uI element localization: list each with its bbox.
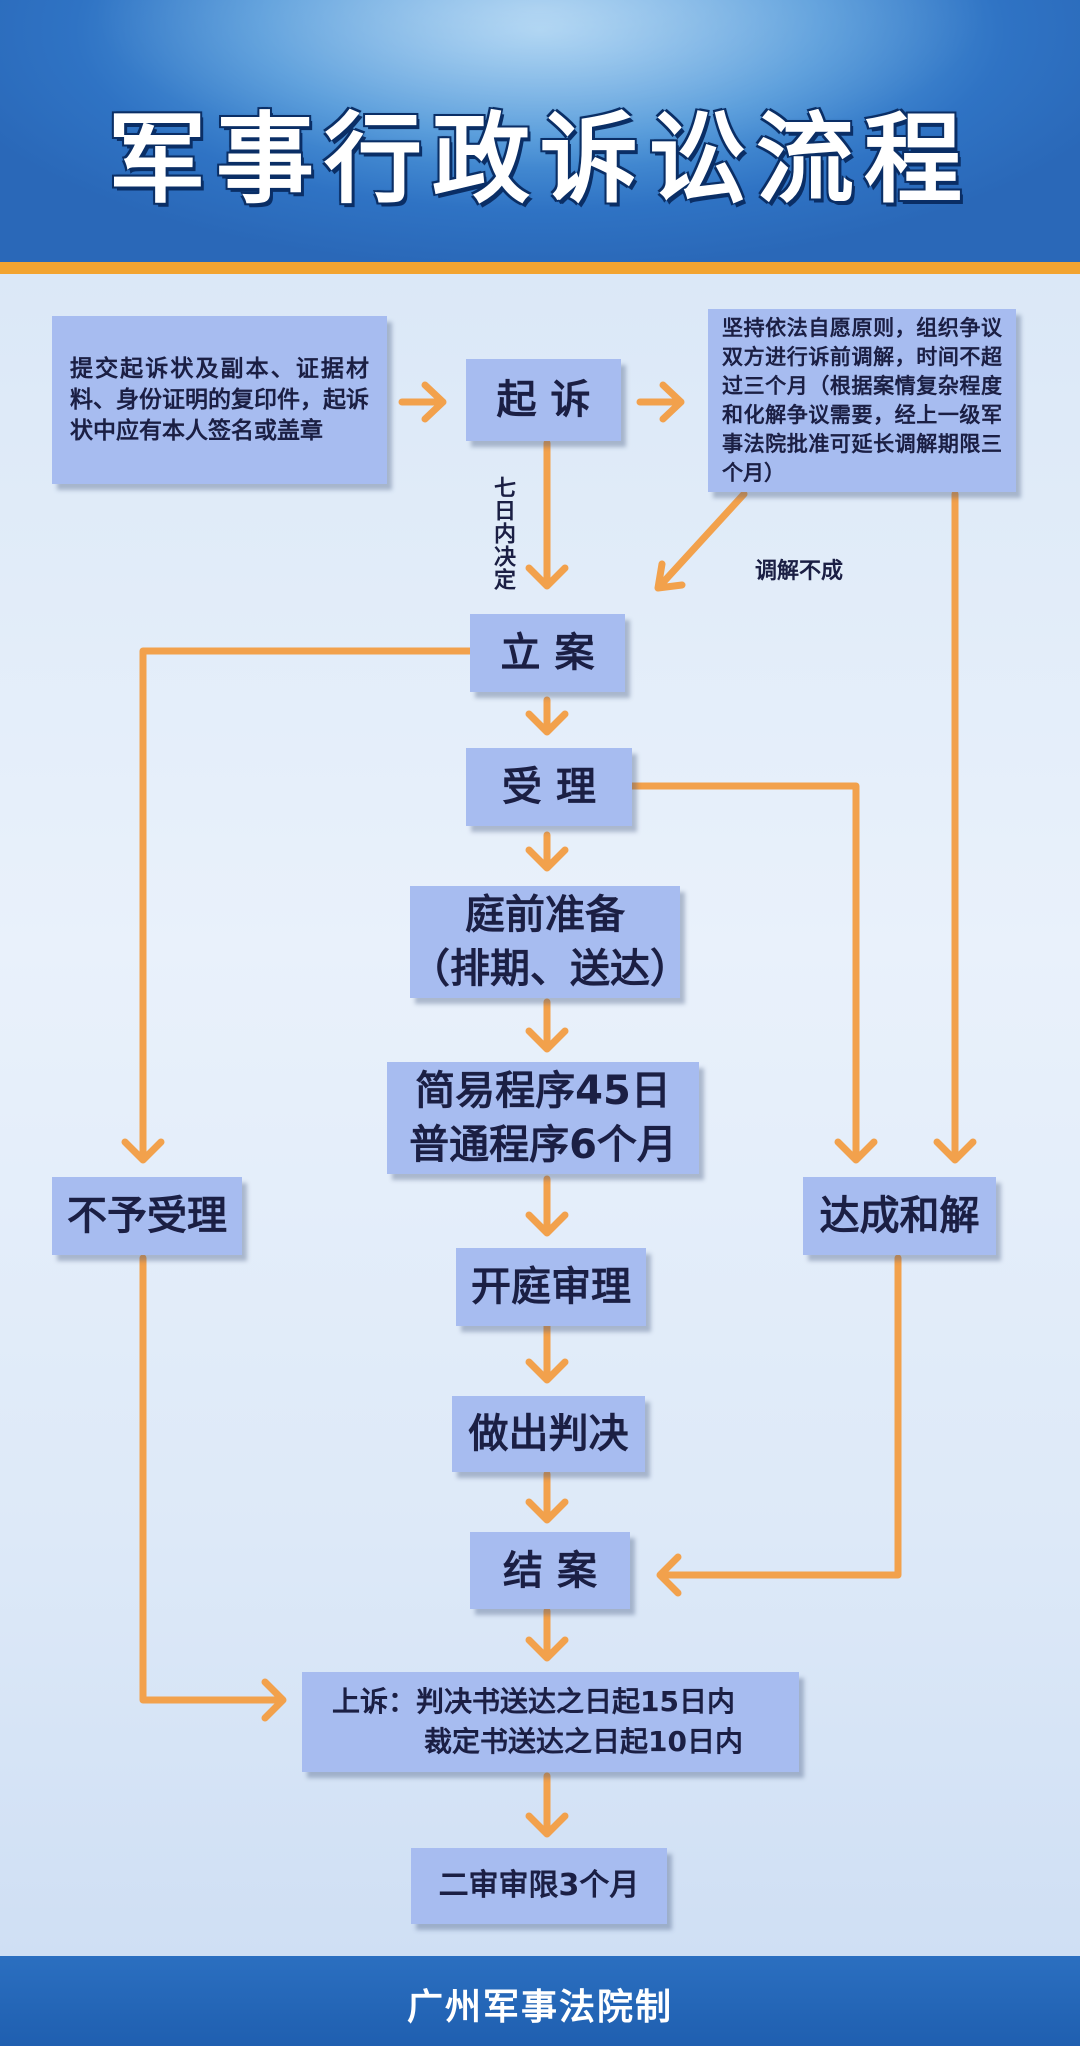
arrow-file-to-accept <box>525 696 569 736</box>
pretrial-box: 庭前准备 （排期、送达） <box>410 886 690 998</box>
file-case-label: 立 案 <box>500 630 595 676</box>
reject-label: 不予受理 <box>67 1193 227 1239</box>
arrow-accept-to-settlement <box>628 782 878 1164</box>
second-instance-label: 二审审限3个月 <box>438 1868 640 1903</box>
footer-bar <box>0 1956 1080 2046</box>
pretrial-line1: 庭前准备 <box>465 892 625 938</box>
sue-label: 起 诉 <box>496 377 591 423</box>
arrow-sue-to-mediation <box>636 381 685 423</box>
header-banner <box>0 0 1080 262</box>
trial-label: 开庭审理 <box>471 1264 631 1310</box>
arrow-settlement-to-close <box>656 1254 902 1597</box>
appeal-line1: 上诉：判决书送达之日起15日内 <box>332 1685 735 1718</box>
arrow-appeal-to-second <box>525 1772 569 1838</box>
arrow-reject-to-appeal <box>139 1254 287 1722</box>
accept-box: 受 理 <box>466 748 632 826</box>
sue-box: 起 诉 <box>466 359 621 441</box>
appeal-box: 上诉：判决书送达之日起15日内 裁定书送达之日起10日内 <box>302 1672 799 1772</box>
appeal-line2: 裁定书送达之日起10日内 <box>424 1725 743 1758</box>
procedure-line2: 普通程序6个月 <box>409 1122 677 1168</box>
file-case-box: 立 案 <box>470 614 625 692</box>
arrow-mediation-failed <box>654 490 748 592</box>
second-instance-box: 二审审限3个月 <box>411 1848 667 1924</box>
mediation-text: 坚持依法自愿原则，组织争议双方进行诉前调解，时间不超过三个月（根据案情复杂程度和… <box>722 315 1002 485</box>
seven-days-note: 七日内决定 <box>490 476 515 591</box>
settlement-box: 达成和解 <box>803 1177 996 1255</box>
mediation-box: 坚持依法自愿原则，组织争议双方进行诉前调解，时间不超过三个月（根据案情复杂程度和… <box>708 309 1016 492</box>
mediation-failed-note: 调解不成 <box>755 559 844 584</box>
arrow-judgment-to-close <box>525 1470 569 1524</box>
materials-text: 提交起诉状及副本、证据材料、身份证明的复印件，起诉状中应有本人签名或盖章 <box>70 355 369 444</box>
close-case-box: 结 案 <box>470 1532 630 1609</box>
arrow-procedure-to-trial <box>525 1175 569 1237</box>
page-title: 军事行政诉讼流程 <box>107 102 972 217</box>
materials-box: 提交起诉状及副本、证据材料、身份证明的复印件，起诉状中应有本人签名或盖章 <box>52 316 387 484</box>
procedure-box: 简易程序45日 普通程序6个月 <box>387 1062 699 1174</box>
footer-credit: 广州军事法院制 <box>406 1987 673 2028</box>
arrow-materials-to-sue <box>398 381 447 423</box>
arrow-pretrial-to-procedure <box>525 998 569 1053</box>
procedure-line1: 简易程序45日 <box>415 1068 671 1114</box>
arrow-close-to-appeal <box>525 1607 569 1662</box>
arrow-file-to-reject <box>121 647 474 1164</box>
judgment-label: 做出判决 <box>468 1411 629 1457</box>
arrow-sue-to-file-case <box>525 439 569 590</box>
arrow-accept-to-pretrial <box>525 831 569 872</box>
judgment-box: 做出判决 <box>452 1396 645 1472</box>
header-stripe <box>0 262 1080 274</box>
arrow-mediation-to-settlement <box>933 490 977 1164</box>
pretrial-line2: （排期、送达） <box>410 946 690 992</box>
reject-box: 不予受理 <box>52 1177 242 1255</box>
trial-box: 开庭审理 <box>456 1248 646 1326</box>
close-case-label: 结 案 <box>503 1547 597 1594</box>
accept-label: 受 理 <box>502 764 596 810</box>
arrow-trial-to-judgment <box>525 1322 569 1384</box>
settlement-label: 达成和解 <box>819 1193 980 1239</box>
